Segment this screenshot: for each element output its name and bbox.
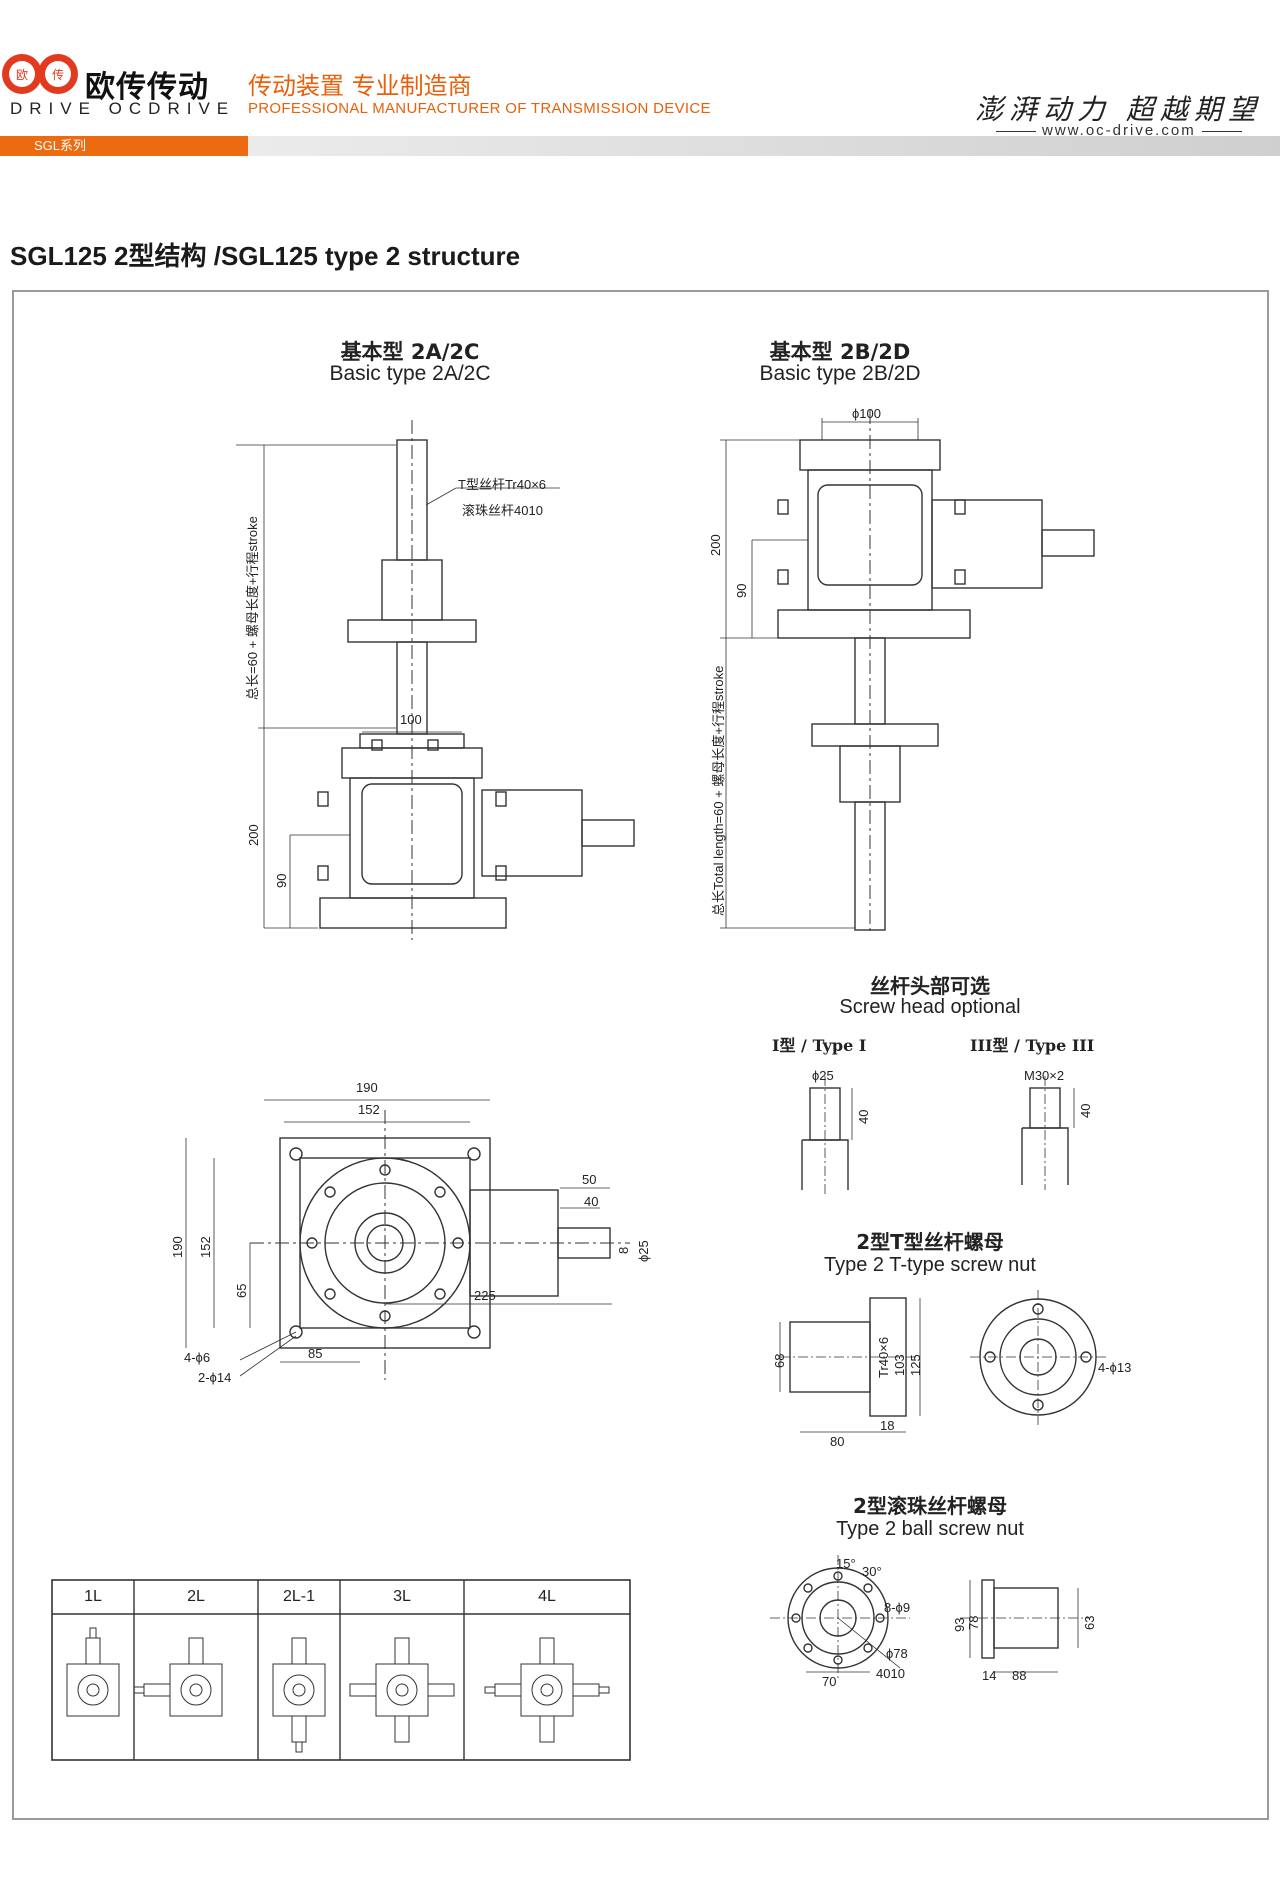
slogan: 澎湃动力 超越期望 xyxy=(975,93,1262,126)
dim-total-length-2a2c: 总长=60 + 螺母长度+行程stroke xyxy=(245,516,260,700)
type3-length: 40 xyxy=(1078,1103,1093,1118)
t-nut-dim-18: 18 xyxy=(880,1418,895,1433)
page-header: 欧 传 欧传传动 DRIVE OCDRIVE 传动装置 专业制造商 PROFES… xyxy=(0,0,1280,160)
screw-head-title-en: Screw head optional xyxy=(839,996,1021,1018)
layout-icons xyxy=(66,1627,610,1753)
website-text: www.oc-drive.com xyxy=(1042,122,1196,139)
dim-100-2a2c: 100 xyxy=(400,712,422,727)
dim-65: 65 xyxy=(234,1283,249,1298)
t-nut-dim-80: 80 xyxy=(830,1434,845,1449)
t-nut-dim-68: 68 xyxy=(772,1353,787,1368)
ball-nut-angle-30: 30° xyxy=(862,1564,882,1579)
dim-225: 225 xyxy=(474,1288,496,1303)
header-band xyxy=(0,136,1280,156)
logo-chinese: 欧传传动 xyxy=(85,70,209,105)
view-2b2d-title-en: Basic type 2B/2D xyxy=(759,362,921,385)
type1-diameter: ϕ25 xyxy=(812,1068,834,1083)
t-nut-dim-125: 125 xyxy=(908,1354,923,1376)
t-nut-dim-103: 103 xyxy=(892,1354,907,1376)
dim-190-top: 190 xyxy=(356,1080,378,1095)
ball-nut-dim-4010: 4010 xyxy=(876,1666,905,1681)
view-2b2d-title-cn: 基本型 2B/2D xyxy=(769,340,911,364)
page-title: SGL125 2型结构 /SGL125 type 2 structure xyxy=(10,241,521,271)
view-2a2c xyxy=(236,420,635,940)
tagline-chinese: 传动装置 专业制造商 xyxy=(248,72,472,100)
logo-gear-icon: 欧 传 xyxy=(2,54,78,94)
ball-nut-holes: 8-ϕ9 xyxy=(884,1600,911,1615)
ball-nut-dim-63: 63 xyxy=(1082,1615,1097,1630)
dim-152-side: 152 xyxy=(198,1236,213,1258)
view-2a2c-title-cn: 基本型 2A/2C xyxy=(340,340,480,364)
dim-200-2a2c: 200 xyxy=(246,824,261,846)
layout-col-1l: 1L xyxy=(84,1588,102,1605)
t-nut-title-en: Type 2 T-type screw nut xyxy=(824,1254,1036,1276)
dim-phi100-2b2d: ϕ100 xyxy=(852,406,881,421)
dim-40: 40 xyxy=(584,1194,599,1209)
dim-phi25: ϕ25 xyxy=(636,1240,651,1262)
type1-length: 40 xyxy=(856,1109,871,1124)
svg-text:欧: 欧 xyxy=(16,68,28,82)
t-nut-title-cn: 2型T型丝杆螺母 xyxy=(856,1230,1004,1254)
callout-ball-screw: 滚珠丝杆4010 xyxy=(462,503,543,518)
view-ball-nut xyxy=(770,1555,1090,1680)
dim-total-length-2b2d: 总长Total length=60 + 螺母长度+行程stroke xyxy=(711,665,726,916)
dim-holes-4: 4-ϕ6 xyxy=(184,1350,211,1365)
ball-nut-dim-78b: 78 xyxy=(966,1615,981,1630)
layout-col-4l: 4L xyxy=(538,1588,556,1605)
layout-col-2l-1: 2L-1 xyxy=(282,1588,316,1605)
dim-holes-2: 2-ϕ14 xyxy=(198,1370,232,1385)
logo-english: DRIVE OCDRIVE xyxy=(10,99,236,118)
ball-nut-title-en: Type 2 ball screw nut xyxy=(836,1518,1024,1540)
ball-nut-dim-14: 14 xyxy=(982,1668,997,1683)
view-2b2d xyxy=(720,410,1095,935)
dim-8: 8 xyxy=(616,1246,631,1254)
website-link[interactable]: www.oc-drive.com xyxy=(990,122,1248,139)
layout-table xyxy=(51,1579,631,1761)
ball-nut-dim-93: 93 xyxy=(952,1617,967,1632)
series-tab[interactable]: SGL系列 xyxy=(0,136,248,156)
ball-nut-dim-70: 70 xyxy=(822,1674,837,1689)
dim-90-2a2c: 90 xyxy=(274,873,289,888)
screw-head-title-cn: 丝杆头部可选 xyxy=(870,974,990,998)
dim-90-2b2d: 90 xyxy=(734,583,749,598)
dim-200-2b2d: 200 xyxy=(708,534,723,556)
view-top xyxy=(185,1099,630,1380)
type3-thread: M30×2 xyxy=(1024,1068,1065,1083)
ball-nut-title-cn: 2型滚珠丝杆螺母 xyxy=(853,1494,1007,1518)
screw-head-type1: I型 / Type I xyxy=(772,1036,867,1055)
view-t-nut xyxy=(779,1290,1106,1433)
layout-col-3l: 3L xyxy=(393,1588,411,1605)
view-screw-heads xyxy=(801,1076,1075,1195)
callout-t-screw: T型丝杆Tr40×6 xyxy=(458,477,547,492)
dim-85: 85 xyxy=(308,1346,323,1361)
t-nut-holes: 4-ϕ13 xyxy=(1098,1360,1132,1375)
dim-190-side: 190 xyxy=(170,1236,185,1258)
svg-text:传: 传 xyxy=(52,67,64,82)
screw-head-type3: III型 / Type III xyxy=(970,1036,1095,1055)
dim-50: 50 xyxy=(582,1172,597,1187)
ball-nut-dim-78: ϕ78 xyxy=(886,1646,908,1661)
ball-nut-dim-88: 88 xyxy=(1012,1668,1027,1683)
view-2a2c-title-en: Basic type 2A/2C xyxy=(329,362,491,385)
tagline-english: PROFESSIONAL MANUFACTURER OF TRANSMISSIO… xyxy=(248,100,711,117)
layout-col-2l: 2L xyxy=(187,1588,205,1605)
dim-152-top: 152 xyxy=(358,1102,380,1117)
t-nut-dim-tr: Tr40×6 xyxy=(876,1336,891,1378)
drawing-frame xyxy=(12,290,1269,1820)
ball-nut-angle-15: 15° xyxy=(836,1556,856,1571)
